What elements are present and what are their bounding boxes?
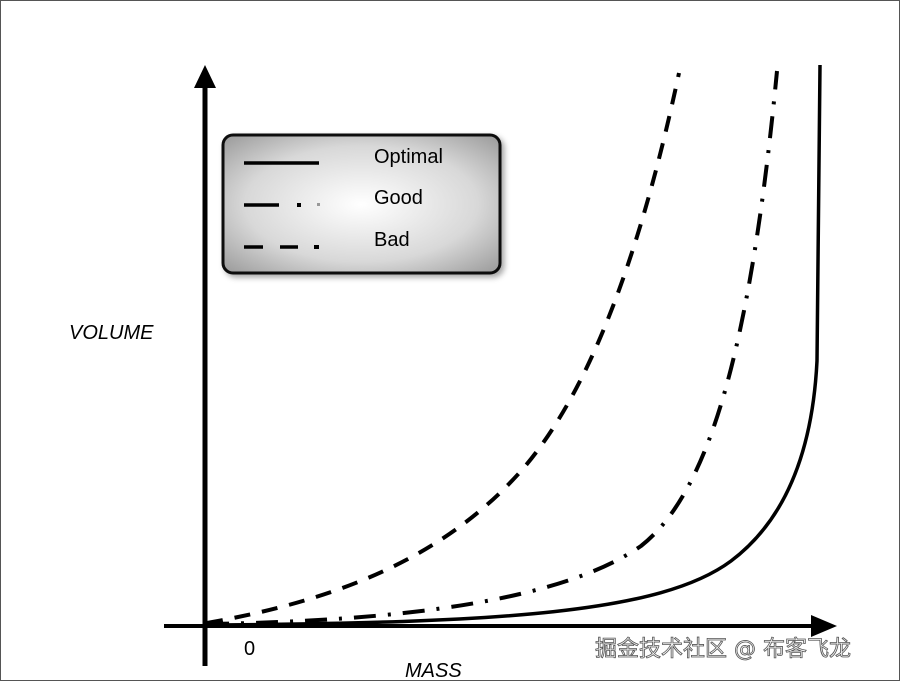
origin-tick-label: 0 <box>244 638 255 660</box>
legend-label-optimal: Optimal <box>374 146 443 168</box>
y-axis <box>194 65 216 666</box>
y-axis-arrow-icon <box>194 65 216 88</box>
legend-label-good: Good <box>374 187 423 209</box>
watermark-text: 掘金技术社区 @ 布客飞龙 <box>595 637 851 662</box>
legend-swatch-good <box>244 203 320 207</box>
curve-bad <box>206 72 681 625</box>
x-axis-label: MASS <box>405 660 462 682</box>
y-axis-label: VOLUME <box>69 322 154 344</box>
x-axis-arrow-icon <box>811 615 837 637</box>
legend-swatch-bad <box>244 245 319 249</box>
curve-good <box>206 70 779 626</box>
legend: Optimal Good Bad <box>221 133 502 275</box>
legend-label-bad: Bad <box>374 229 410 251</box>
curve-optimal <box>206 64 822 627</box>
